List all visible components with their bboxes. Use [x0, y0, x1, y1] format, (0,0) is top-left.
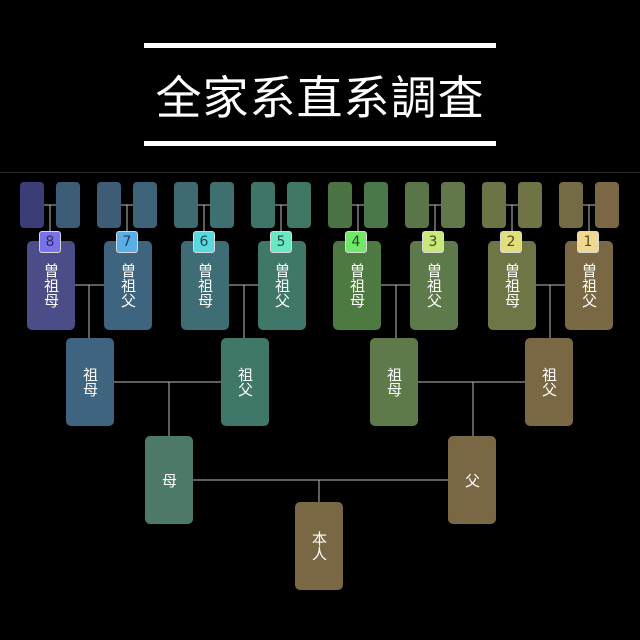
node-label: 曽祖母 — [42, 263, 60, 308]
node-label: 曽祖母 — [196, 263, 214, 308]
great-grandparent-6[interactable]: 曽祖母 — [181, 241, 229, 330]
number-badge: 7 — [116, 231, 138, 253]
ancestor-box — [251, 182, 275, 228]
node-label: 母 — [160, 472, 178, 488]
ancestor-box — [364, 182, 388, 228]
ancestor-box — [133, 182, 157, 228]
node-label: 曽祖父 — [425, 263, 443, 308]
number-badge: 8 — [39, 231, 61, 253]
ancestor-box — [441, 182, 465, 228]
page-title: 全家系直系調査 — [155, 71, 485, 125]
grandfather-maternal[interactable]: 祖父 — [221, 338, 269, 426]
title-rule-bottom — [144, 141, 496, 146]
ancestor-box — [559, 182, 583, 228]
great-grandparent-1[interactable]: 曽祖父 — [565, 241, 613, 330]
node-label: 祖父 — [540, 367, 558, 397]
ancestor-box — [482, 182, 506, 228]
mother-node[interactable]: 母 — [145, 436, 193, 524]
node-label: 曽祖父 — [580, 263, 598, 308]
node-label: 本人 — [310, 531, 328, 561]
ancestor-box — [328, 182, 352, 228]
node-label: 曽祖父 — [273, 263, 291, 308]
number-badge: 5 — [270, 231, 292, 253]
self-node[interactable]: 本人 — [295, 502, 343, 590]
great-grandparent-5[interactable]: 曽祖父 — [258, 241, 306, 330]
great-grandparent-7[interactable]: 曽祖父 — [104, 241, 152, 330]
ancestor-box — [518, 182, 542, 228]
great-grandparent-4[interactable]: 曽祖母 — [333, 241, 381, 330]
divider — [0, 172, 640, 173]
ancestor-box — [405, 182, 429, 228]
ancestor-box — [20, 182, 44, 228]
node-label: 父 — [463, 472, 481, 488]
node-label: 祖母 — [385, 367, 403, 397]
number-badge: 2 — [500, 231, 522, 253]
title-rule-top — [144, 43, 496, 48]
ancestor-box — [210, 182, 234, 228]
great-grandparent-3[interactable]: 曽祖父 — [410, 241, 458, 330]
grandfather-paternal[interactable]: 祖父 — [525, 338, 573, 426]
great-grandparent-2[interactable]: 曽祖母 — [488, 241, 536, 330]
node-label: 曽祖母 — [348, 263, 366, 308]
number-badge: 3 — [422, 231, 444, 253]
ancestor-box — [287, 182, 311, 228]
node-label: 祖父 — [236, 367, 254, 397]
node-label: 祖母 — [81, 367, 99, 397]
number-badge: 6 — [193, 231, 215, 253]
number-badge: 4 — [345, 231, 367, 253]
node-label: 曽祖父 — [119, 263, 137, 308]
grandmother-maternal[interactable]: 祖母 — [66, 338, 114, 426]
great-grandparent-8[interactable]: 曽祖母 — [27, 241, 75, 330]
number-badge: 1 — [577, 231, 599, 253]
grandmother-paternal[interactable]: 祖母 — [370, 338, 418, 426]
ancestor-box — [56, 182, 80, 228]
ancestor-box — [595, 182, 619, 228]
ancestor-box — [174, 182, 198, 228]
father-node[interactable]: 父 — [448, 436, 496, 524]
ancestor-box — [97, 182, 121, 228]
node-label: 曽祖母 — [503, 263, 521, 308]
